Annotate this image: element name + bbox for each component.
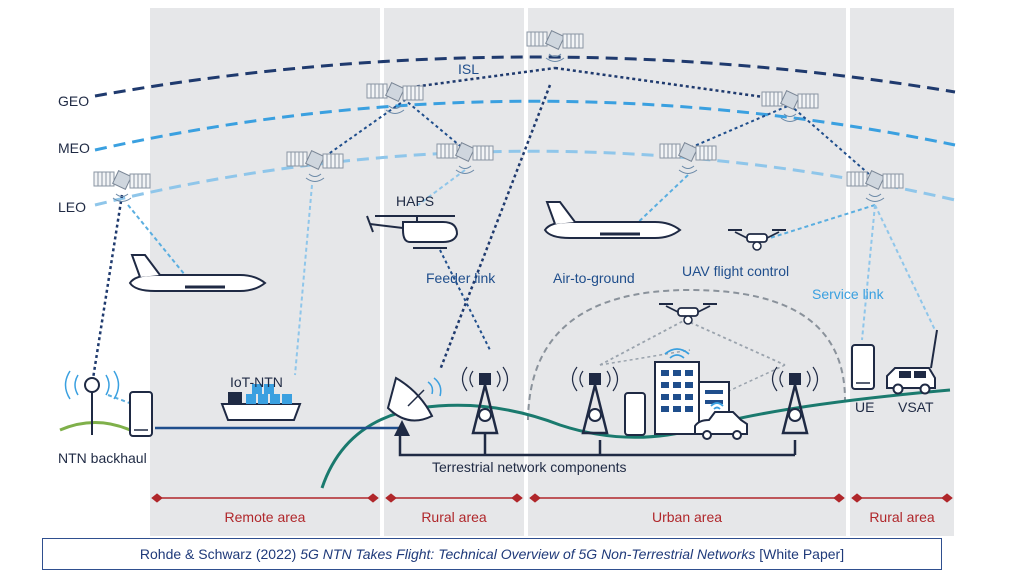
caption-prefix: Rohde & Schwarz (2022) [139,546,301,562]
caption-suffix: [White Paper] [755,546,845,562]
smartphone-icon [624,392,646,436]
terrain-line [320,388,951,489]
smartphone-icon [129,391,153,437]
vsat-label: VSAT [898,399,934,415]
uav-flight-control-label: UAV flight control [682,263,789,279]
rural-area-label: Rural area [869,509,935,525]
remote-area-label: Remote area [225,509,306,525]
caption-title: 5G NTN Takes Flight: Technical Overview … [300,546,756,562]
terrestrial-components-label: Terrestrial network components [432,459,627,475]
gateway-dish-icon [386,376,442,436]
ue-label: UE [855,399,874,415]
ntn-backhaul-antenna-icon [64,370,120,435]
car-icon [694,402,748,440]
haps-label: HAPS [396,193,434,209]
citation-caption: Rohde & Schwarz (2022) 5G NTN Takes Flig… [42,538,942,570]
isl-label: ISL [458,61,479,77]
urban-coverage-dome [527,288,846,421]
leo-orbit [94,149,956,207]
feeder-link-label: Feeder link [426,270,496,286]
service-link-label: Service link [812,286,885,302]
area-panels [150,8,954,536]
leo-label: LEO [58,199,86,215]
iot-ntn-label: IoT-NTN [230,374,283,390]
geo-label: GEO [58,93,89,109]
geo-orbit [94,55,956,98]
haps-helicopter-icon [366,215,459,249]
ue-smartphone-icon [851,344,875,390]
meo-label: MEO [58,140,90,156]
urban-area-label: Urban area [652,509,722,525]
ntn-backhaul-label: NTN backhaul [58,450,147,466]
vsat-vehicle-icon [886,329,938,395]
area-brackets [151,493,953,503]
rural-area-label: Rural area [421,509,487,525]
grass-mound [59,421,131,432]
meo-orbit [94,99,956,152]
terrestrial-backbone [398,432,797,457]
cargo-ship-icon [220,384,302,421]
leo-satellite-icon [93,170,151,202]
air-to-ground-label: Air-to-ground [553,270,635,286]
